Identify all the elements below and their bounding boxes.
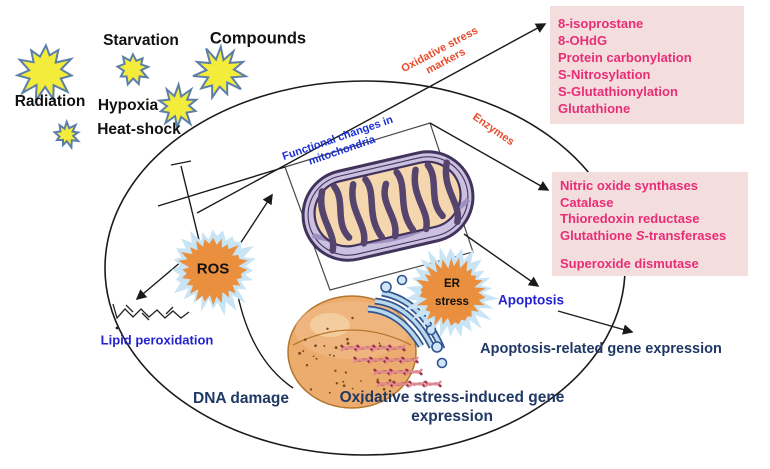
gene-expression-label: Oxidative stress-induced gene expression: [339, 389, 565, 425]
ros-to-mitochondria-arrow: [237, 193, 273, 248]
markers-box-item: S-Glutathionylation: [558, 84, 678, 99]
starvation-burst: [115, 52, 151, 87]
mito-to-apoptosis-arrow: [463, 233, 540, 287]
ros-burst: [171, 229, 256, 316]
lipid-peroxidation-label: Lipid peroxidation: [100, 332, 214, 348]
mitochondrion-illustration: [301, 150, 475, 262]
er-stress-label: ER stress: [435, 278, 469, 308]
arrows: [135, 23, 634, 389]
markers-box-item: Protein carbonylation: [558, 50, 692, 65]
enzymes-box-item: Superoxide dismutase: [560, 256, 699, 271]
markers-box-item: 8-isoprostane: [558, 16, 644, 31]
heat-shock-burst: [52, 118, 81, 151]
markers-arrow: [196, 23, 547, 214]
dna-damage-label: DNA damage: [193, 390, 289, 407]
heat-shock-label: Heat-shock: [97, 121, 181, 138]
enzymes-box-item: Thioredoxin reductase: [560, 211, 700, 226]
enzymes-box-item: Nitric oxide synthases: [560, 178, 698, 193]
enzymes-box-spacer: [560, 244, 740, 256]
apoptosis-to-gene-arrow: [557, 310, 634, 335]
hypoxia-label: Hypoxia: [97, 97, 159, 114]
ros-to-lipid-arrow: [135, 260, 183, 301]
radiation-burst: [14, 42, 75, 105]
starvation-label: Starvation: [103, 32, 179, 49]
radiation-label: Radiation: [14, 93, 86, 110]
ros-label: ROS: [196, 260, 230, 278]
mito-frame-extension-line: [157, 166, 286, 207]
er-stress-burst: [404, 247, 500, 338]
enzymes-box: Nitric oxide synthases Catalase Thioredo…: [552, 172, 748, 276]
markers-box-item: S-Nitrosylation: [558, 67, 651, 82]
inhibition-bar: [170, 160, 215, 246]
apoptosis-label: Apoptosis: [498, 292, 564, 308]
er-illustration: [367, 274, 448, 369]
compounds-burst: [192, 43, 250, 101]
enzymes-arrow: [429, 122, 550, 191]
enzymes-box-item: Catalase: [560, 194, 614, 210]
hypoxia-burst: [156, 81, 200, 131]
ros-to-nucleus-curve: [237, 295, 294, 389]
dna-strands: [339, 344, 443, 388]
apoptosis-gene-label: Apoptosis-related gene expression: [480, 341, 722, 357]
markers-box-item: Glutathione: [558, 101, 631, 116]
compounds-label: Compounds: [209, 29, 307, 48]
enzymes-box-item: Glutathione S-transferases: [560, 227, 727, 243]
lipid-structure: [112, 303, 190, 330]
markers-box: 8-isoprostane 8-OHdG Protein carbonylati…: [550, 6, 744, 124]
markers-box-item: 8-OHdG: [558, 33, 608, 48]
stress-bursts: [14, 42, 250, 151]
nucleus-illustration: [287, 295, 443, 409]
